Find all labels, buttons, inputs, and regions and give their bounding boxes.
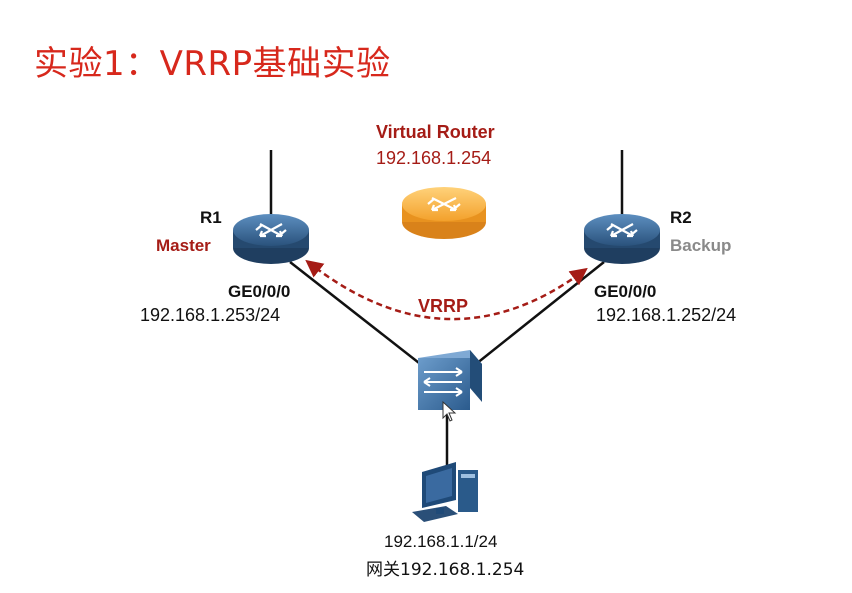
pc-icon — [412, 462, 478, 522]
vrrp-heartbeat-arrow — [305, 259, 588, 321]
r2-role: Backup — [670, 236, 732, 255]
virtual-router-name: Virtual Router — [376, 122, 495, 142]
r1-role: Master — [156, 236, 211, 255]
r1-name: R1 — [200, 208, 222, 227]
r2-router-icon — [584, 214, 660, 264]
virtual-router-icon — [402, 187, 486, 239]
pc-gateway: 网关192.168.1.254 — [366, 560, 525, 580]
r2-ip: 192.168.1.252/24 — [596, 305, 737, 325]
pc-ip: 192.168.1.1/24 — [384, 532, 498, 551]
mouse-cursor-icon — [442, 400, 457, 422]
page-title: 实验1：VRRP基础实验 — [34, 44, 391, 84]
r1-switch-link — [289, 261, 429, 371]
virtual-router-ip: 192.168.1.254 — [376, 148, 492, 168]
vrrp-label: VRRP — [418, 296, 469, 316]
r1-ip: 192.168.1.253/24 — [140, 305, 281, 325]
r1-router-icon — [233, 214, 309, 264]
switch-icon — [418, 350, 482, 410]
r1-interface: GE0/0/0 — [228, 282, 291, 301]
r2-interface: GE0/0/0 — [594, 282, 657, 301]
r2-name: R2 — [670, 208, 692, 227]
